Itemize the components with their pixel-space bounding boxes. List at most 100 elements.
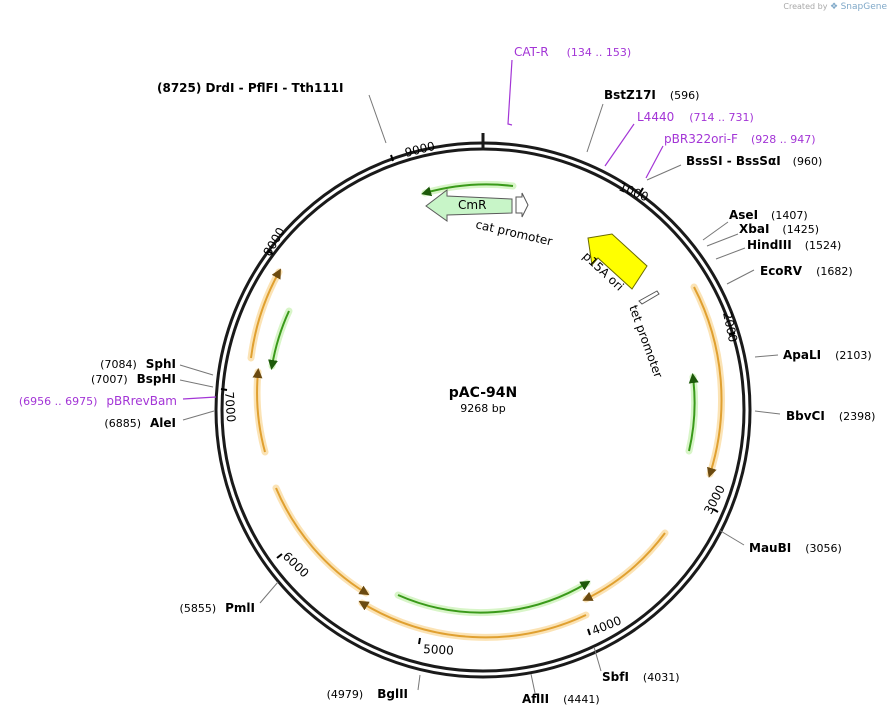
tick-label-1000: 1000 [617,180,651,204]
site-bsphi: (7007) BspHI [91,372,176,386]
credit-prefix: Created by [783,2,828,11]
site-pos: (5855) [180,602,217,615]
site-name: ApaLI [783,348,821,362]
primer-l4440: L4440 (714 .. 731) [637,110,754,124]
primer-cat-r: CAT-R (134 .. 153) [514,45,631,59]
site-pos: (1524) [805,239,842,252]
site-pos: (1682) [816,265,853,278]
site-name: AseI [729,208,758,222]
site-pos: (2398) [839,410,876,423]
feature-cmr: CmR [425,188,513,222]
orange-features [247,268,726,641]
tick-label-2000: 2000 [720,311,740,344]
primer-pos: (6956 .. 6975) [19,395,98,408]
feature-arc-1 [693,286,723,478]
primers: CAT-R (134 .. 153) L4440 (714 .. 731) pBR3… [19,45,816,408]
site-pos: (960) [793,155,823,168]
feature-label-cmr: CmR [458,198,486,212]
snapgene-logo-icon: ❖ [829,2,839,12]
site-name: HindIII [747,238,792,252]
feature-label-tet-promoter: tet promoter [626,303,665,380]
site-name: AflII [522,692,549,706]
site-alei: (6885) AleI [104,416,176,430]
feature-arc-9 [397,580,591,614]
credit-brand: SnapGene [840,2,887,12]
primer-name: pBRrevBam [106,394,177,408]
site-pos: (4031) [643,671,680,684]
feature-arc-3 [358,600,587,639]
site-pos: (2103) [835,349,872,362]
plasmid-name: pAC-94N [449,385,517,401]
feature-arc-4 [275,487,370,596]
site-xbai: XbaI (1425) [739,222,819,236]
site-bstz17i: BstZ17I (596) [604,88,699,102]
feature-label-cat-promoter: cat promoter [474,217,553,248]
primer-name: L4440 [637,110,674,124]
feature-arc-7 [421,183,514,197]
site-name: AleI [150,416,176,430]
site-name: BspHI [137,372,176,386]
site-ecorv: EcoRV (1682) [760,264,853,278]
restriction-sites: (8725) DrdI - PflFI - Tth111I BstZ17I (59… [91,81,875,706]
feature-arc-6 [250,268,281,359]
feature-arc-5 [252,368,266,453]
green-features [268,180,699,616]
site-name: SbfI [602,670,629,684]
p15a-arrow-icon [587,233,648,290]
site-name: BssSI - BssSαI [686,154,781,168]
site-maubi: MauBI (3056) [749,541,842,555]
primer-pbrrevbam: (6956 .. 6975) pBRrevBam [19,394,177,408]
site-asei: AseI (1407) [729,208,808,222]
site-name: PmlI [225,601,255,615]
tick-marks [220,154,736,645]
tick-label-5000: 5000 [423,642,454,658]
site-pos: (596) [670,89,700,102]
tet-promoter-arrow-icon [638,290,660,305]
feature-arc-8 [688,373,699,452]
cmr-arrow-icon [425,188,513,222]
site-sbfi: SbfI (4031) [602,670,680,684]
site-name: BstZ17I [604,88,656,102]
site-pos: (1425) [782,223,819,236]
feature-arc-10 [268,310,290,370]
site-name: SphI [146,357,176,371]
site-name: EcoRV [760,264,803,278]
tick-label-7000: 7000 [222,391,238,422]
site-leaders [179,94,781,694]
site-pos: (1407) [771,209,808,222]
site-pos: (3056) [805,542,842,555]
site-drdi-pflfi-tth111i: (8725) DrdI - PflFI - Tth111I [157,81,343,95]
site-name: BglII [377,687,408,701]
primer-name: pBR322ori-F [664,132,738,146]
primer-pbr322ori-f: pBR322ori-F (928 .. 947) [664,132,816,146]
site-pos: (4441) [563,693,600,706]
site-aflii: AflII (4441) [522,692,600,706]
site-name: MauBI [749,541,791,555]
site-bsssi-bsssai: BssSI - BssSαI (960) [686,154,822,168]
site-pos: (7007) [91,373,128,386]
site-sphi: (7084) SphI [100,357,176,371]
site-bbvci: BbvCI (2398) [786,409,875,423]
tick-labels: 1000 2000 3000 4000 5000 6000 7000 8000 … [222,139,740,658]
feature-arc-2 [582,532,666,601]
site-pos: (4979) [327,688,364,701]
primer-pos: (714 .. 731) [689,111,754,124]
cat-promoter-arrow-icon [515,192,529,218]
primer-pos: (134 .. 153) [567,46,632,59]
backbone [214,133,752,679]
site-pos: (6885) [104,417,141,430]
site-name: XbaI [739,222,769,236]
primer-leaders [182,59,664,400]
primer-pos: (928 .. 947) [751,133,816,146]
site-pos: (7084) [100,358,137,371]
site-pmli: (5855) PmlI [180,601,255,615]
feature-tet-promoter: tet promoter [626,290,665,380]
snapgene-credit: Created by ❖ SnapGene [783,2,887,12]
site-name: BbvCI [786,409,825,423]
site-hindiii: HindIII (1524) [747,238,841,252]
site-apali: ApaLI (2103) [783,348,872,362]
primer-name: CAT-R [514,45,549,59]
tick-label-6000: 6000 [280,549,312,580]
site-bglii: (4979) BglII [327,687,408,701]
